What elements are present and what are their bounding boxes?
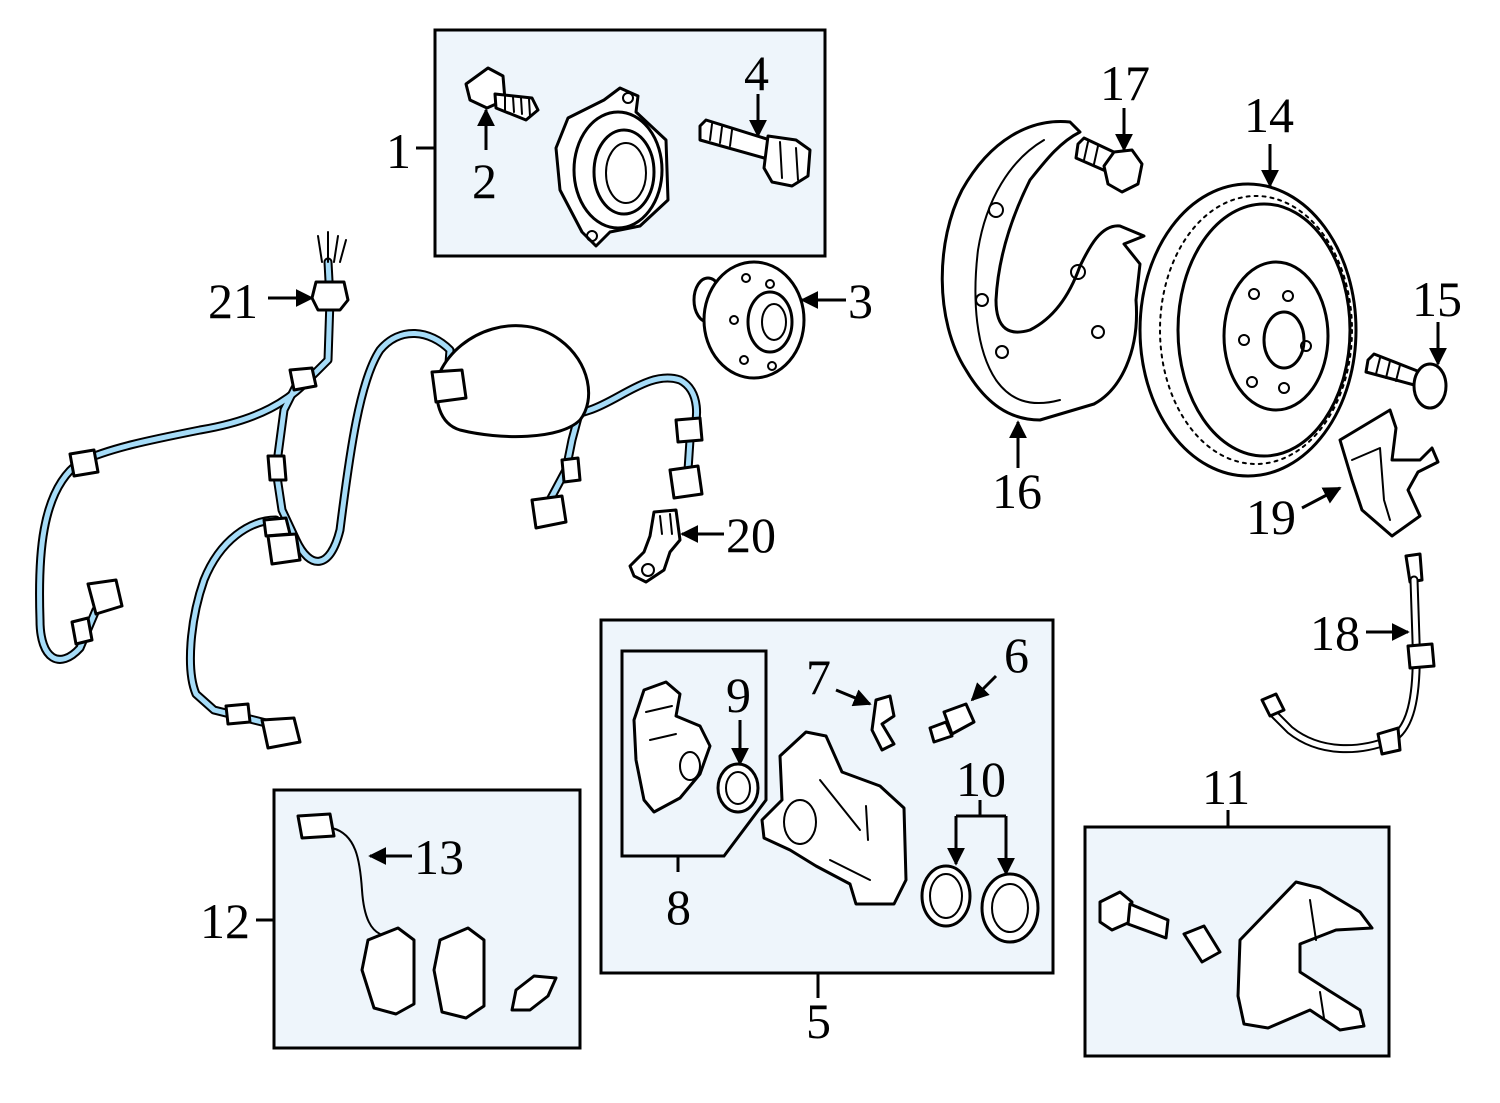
callout-1: 1 xyxy=(386,123,411,179)
part-9-seal-ring[interactable] xyxy=(716,762,760,814)
callout-14: 14 xyxy=(1244,87,1294,143)
callout-20: 20 xyxy=(726,507,776,563)
part-5-caliper[interactable] xyxy=(760,730,908,906)
part-21-wiring-harness[interactable] xyxy=(34,231,704,750)
callout-10: 10 xyxy=(956,751,1006,807)
callout-21: 21 xyxy=(208,273,258,329)
part-14-brake-rotor[interactable] xyxy=(1138,182,1358,478)
part-20-speed-sensor[interactable] xyxy=(628,508,682,584)
callout-12: 12 xyxy=(200,893,250,949)
callout-16: 16 xyxy=(992,463,1042,519)
part-1-wheel-bearing[interactable] xyxy=(554,86,670,248)
callout-7: 7 xyxy=(806,649,831,705)
part-13-wear-sensor[interactable] xyxy=(296,812,381,935)
callout-19: 19 xyxy=(1246,489,1296,545)
part-7-bleeder[interactable] xyxy=(870,694,896,752)
callout-5: 5 xyxy=(806,993,831,1049)
part-10-piston-seal-2[interactable] xyxy=(980,872,1040,944)
part-11-caliper-carrier[interactable] xyxy=(1098,880,1374,1032)
part-18-brake-hose[interactable] xyxy=(1260,552,1436,756)
part-3-wheel-hub[interactable] xyxy=(692,260,806,380)
leader-lines xyxy=(256,94,1447,998)
callout-13: 13 xyxy=(414,829,464,885)
part-19-bracket[interactable] xyxy=(1338,408,1440,538)
callout-9: 9 xyxy=(726,667,751,723)
part-17-bolt[interactable] xyxy=(1074,136,1144,194)
part-6-bleeder-screw[interactable] xyxy=(928,702,976,744)
callout-17: 17 xyxy=(1100,55,1150,111)
callout-8: 8 xyxy=(666,879,691,935)
callout-11: 11 xyxy=(1202,759,1250,815)
callout-3: 3 xyxy=(848,273,873,329)
callout-18: 18 xyxy=(1310,605,1360,661)
part-8-caliper-motor[interactable] xyxy=(632,680,712,814)
callout-2: 2 xyxy=(472,153,497,209)
callout-4: 4 xyxy=(744,45,769,101)
callout-6: 6 xyxy=(1004,627,1029,683)
part-16-splash-shield[interactable] xyxy=(940,120,1146,422)
part-2-bolt[interactable] xyxy=(464,66,540,122)
part-12-brake-pads[interactable] xyxy=(360,926,558,1020)
part-10-piston-seal[interactable] xyxy=(920,864,972,928)
part-15-screw[interactable] xyxy=(1364,352,1448,410)
part-4-bolt[interactable] xyxy=(698,118,812,188)
callout-15: 15 xyxy=(1412,271,1462,327)
